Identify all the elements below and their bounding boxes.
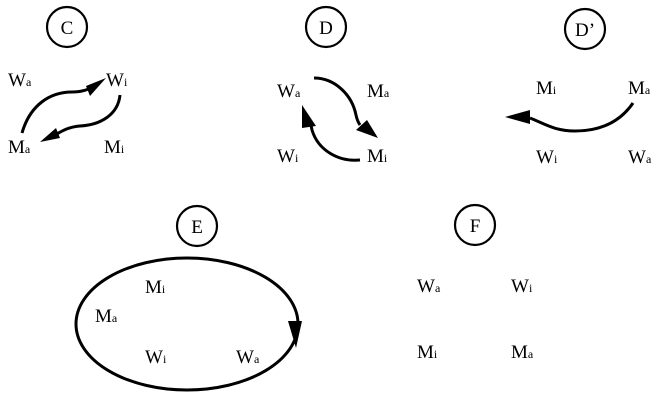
panel-d-prime: D’ Mi Ma Wi Wa: [505, 7, 652, 168]
arrow-wa-to-mi: [313, 76, 362, 126]
panel-f-label: F: [470, 216, 481, 237]
node-ma: Ma: [95, 306, 118, 327]
panel-c-label: C: [61, 18, 74, 39]
arrow-ma-to-left: [529, 102, 635, 133]
panel-d-prime-badge: [563, 7, 607, 51]
node-wa: Wa: [628, 147, 652, 168]
node-wa: Wa: [8, 70, 32, 91]
node-wa: Wa: [417, 276, 441, 297]
node-ma: Ma: [8, 137, 31, 158]
panel-d: D Wa Ma Wi Mi: [277, 5, 390, 167]
panel-f-badge: [453, 203, 497, 247]
node-wi: Wi: [536, 147, 558, 168]
panel-e-badge: [175, 204, 219, 248]
panel-d-label: D: [319, 18, 333, 39]
node-mi: Mi: [417, 342, 438, 363]
arrow-wi-to-ma: [54, 94, 122, 137]
arrowhead-mi-to-wa: [302, 105, 316, 128]
panel-d-badge: [304, 5, 348, 49]
node-ma: Ma: [367, 81, 390, 102]
node-wa: Wa: [236, 347, 260, 368]
node-ma: Ma: [511, 342, 534, 363]
node-wi: Wi: [145, 347, 167, 368]
panel-c: C Wa Wi Ma Mi: [8, 5, 128, 158]
node-mi: Mi: [367, 146, 388, 167]
arrowhead-wa-to-mi: [356, 120, 378, 138]
node-wi: Wi: [511, 276, 533, 297]
panel-c-badge: [45, 5, 89, 49]
panel-d-prime-label: D’: [575, 20, 595, 41]
node-wi: Wi: [277, 146, 299, 167]
node-wa: Wa: [277, 81, 301, 102]
node-ma: Ma: [628, 78, 651, 99]
panel-f: F Wa Wi Mi Ma: [417, 203, 534, 363]
node-wi: Wi: [106, 70, 128, 91]
arrowhead-cycle: [288, 321, 302, 348]
arrowhead-ma-to-wi: [86, 78, 106, 96]
panel-e-label: E: [191, 217, 203, 238]
arrowhead-ma-to-left: [505, 110, 530, 124]
arrowhead-wi-to-ma: [40, 128, 60, 142]
node-mi: Mi: [104, 137, 125, 158]
node-mi: Mi: [536, 78, 557, 99]
panel-e: E Mi Ma Wi Wa: [74, 204, 302, 392]
arrow-mi-to-wa: [308, 119, 361, 162]
node-mi: Mi: [145, 277, 166, 298]
